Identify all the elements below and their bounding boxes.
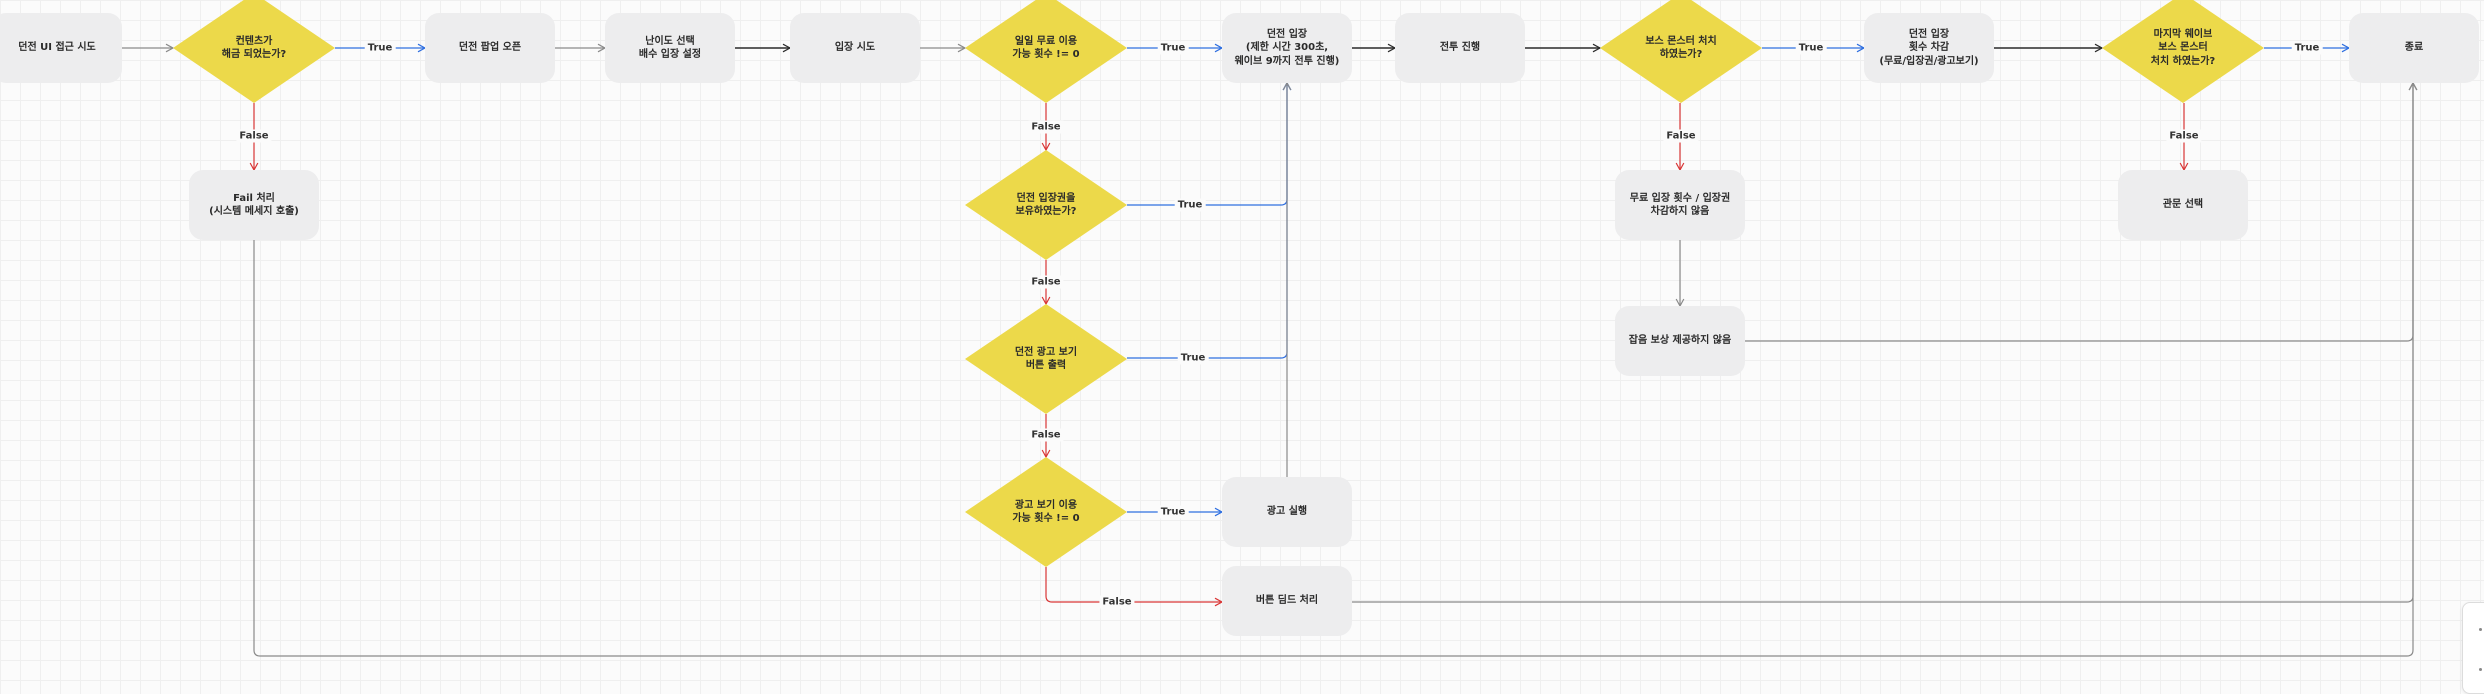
diamond-shape: [965, 457, 1127, 567]
label-true-ad-count: True: [1157, 505, 1189, 519]
arrowhead-icon: [1282, 81, 1292, 91]
control-dot-icon: [2479, 668, 2482, 671]
arrowhead-icon: [2094, 43, 2104, 53]
no-deduct-node: 무료 입장 횟수 / 입장권 차감하지 않음: [1615, 170, 1745, 240]
diamond-shape: [965, 0, 1127, 103]
edge-n_ticket-to-n_enter: [1127, 83, 1288, 206]
label-false-last-wave: False: [2166, 129, 2202, 143]
fail-handling-node: Fail 처리 (시스템 메세지 호출): [189, 170, 319, 240]
daily-free-count-text: 일일 무료 이용 가능 횟수 != 0: [1012, 35, 1080, 61]
label-true-ticket: True: [1174, 198, 1206, 212]
content-unlocked-text: 컨텐츠가 해금 되었는가?: [221, 35, 287, 61]
label-true-content: True: [364, 41, 396, 55]
edge-n_button_dim-to-n_end: [1352, 83, 2414, 603]
arrowhead-icon: [1041, 142, 1051, 152]
boss-killed-decision: 보스 몬스터 처치 하였는가?: [1600, 0, 1762, 103]
label-true-ad-button: True: [1177, 351, 1209, 365]
control-dot-icon: [2479, 628, 2482, 631]
ticket-owned-decision: 던전 입장권을 보유하였는가?: [965, 150, 1127, 260]
deduct-entry-node: 던전 입장 횟수 차감 (무료/입장권/광고보기): [1864, 13, 1994, 83]
content-unlocked-decision: 컨텐츠가 해금 되었는가?: [173, 0, 335, 103]
ad-count-text: 광고 보기 이용 가능 횟수 != 0: [1012, 499, 1080, 525]
label-true-daily: True: [1157, 41, 1189, 55]
last-wave-boss-decision: 마지막 웨이브 보스 몬스터 처치 하였는가?: [2102, 0, 2264, 103]
diamond-shape: [1600, 0, 1762, 103]
ad-button-display-decision: 던전 광고 보기 버튼 출력: [965, 304, 1127, 414]
no-reward-node: 잡음 보상 제공하지 않음: [1615, 306, 1745, 376]
label-false-daily: False: [1028, 120, 1064, 134]
difficulty-select-node: 난이도 선택 배수 입장 설정: [605, 13, 735, 83]
try-enter-node: 입장 시도: [790, 13, 920, 83]
daily-free-count-decision: 일일 무료 이용 가능 횟수 != 0: [965, 0, 1127, 103]
label-true-boss: True: [1795, 41, 1827, 55]
edge-n_ad_button-to-n_enter: [1127, 83, 1288, 359]
last-wave-boss-text: 마지막 웨이브 보스 몬스터 처치 하였는가?: [2150, 28, 2216, 67]
dungeon-popup-node: 던전 팝업 오픈: [425, 13, 555, 83]
diamond-shape: [2102, 0, 2264, 103]
canvas-controls-panel[interactable]: [2462, 602, 2484, 694]
label-false-ad-button: False: [1028, 428, 1064, 442]
enter-dungeon-node: 던전 입장 (제한 시간 300초, 웨이브 9까지 전투 진행): [1222, 13, 1352, 83]
label-false-boss: False: [1663, 129, 1699, 143]
diamond-shape: [173, 0, 335, 103]
edge-n_no_reward-to-n_end: [1745, 83, 2414, 342]
give-up-node: 관문 선택: [2118, 170, 2248, 240]
label-false-ad-count: False: [1099, 595, 1135, 609]
label-true-last-wave: True: [2291, 41, 2323, 55]
diamond-shape: [965, 150, 1127, 260]
ticket-owned-text: 던전 입장권을 보유하였는가?: [1015, 192, 1077, 218]
ad-play-node: 광고 실행: [1222, 477, 1352, 547]
edge-n_fail-to-n_end: [253, 83, 2414, 657]
edge-n_ad_count-to-n_button_dim: [1045, 567, 1222, 603]
end-node: 종료: [2349, 13, 2479, 83]
label-false-ticket: False: [1028, 275, 1064, 289]
button-dim-node: 버튼 딤드 처리: [1222, 566, 1352, 636]
battle-progress-node: 전투 진행: [1395, 13, 1525, 83]
ad-button-display-text: 던전 광고 보기 버튼 출력: [1014, 346, 1078, 372]
ad-count-decision: 광고 보기 이용 가능 횟수 != 0: [965, 457, 1127, 567]
diamond-shape: [965, 304, 1127, 414]
boss-killed-text: 보스 몬스터 처치 하였는가?: [1645, 35, 1717, 61]
label-false-content: False: [236, 129, 272, 143]
arrowhead-icon: [2408, 81, 2418, 91]
access-dungeon-ui-node: 던전 UI 접근 시도: [0, 13, 122, 83]
